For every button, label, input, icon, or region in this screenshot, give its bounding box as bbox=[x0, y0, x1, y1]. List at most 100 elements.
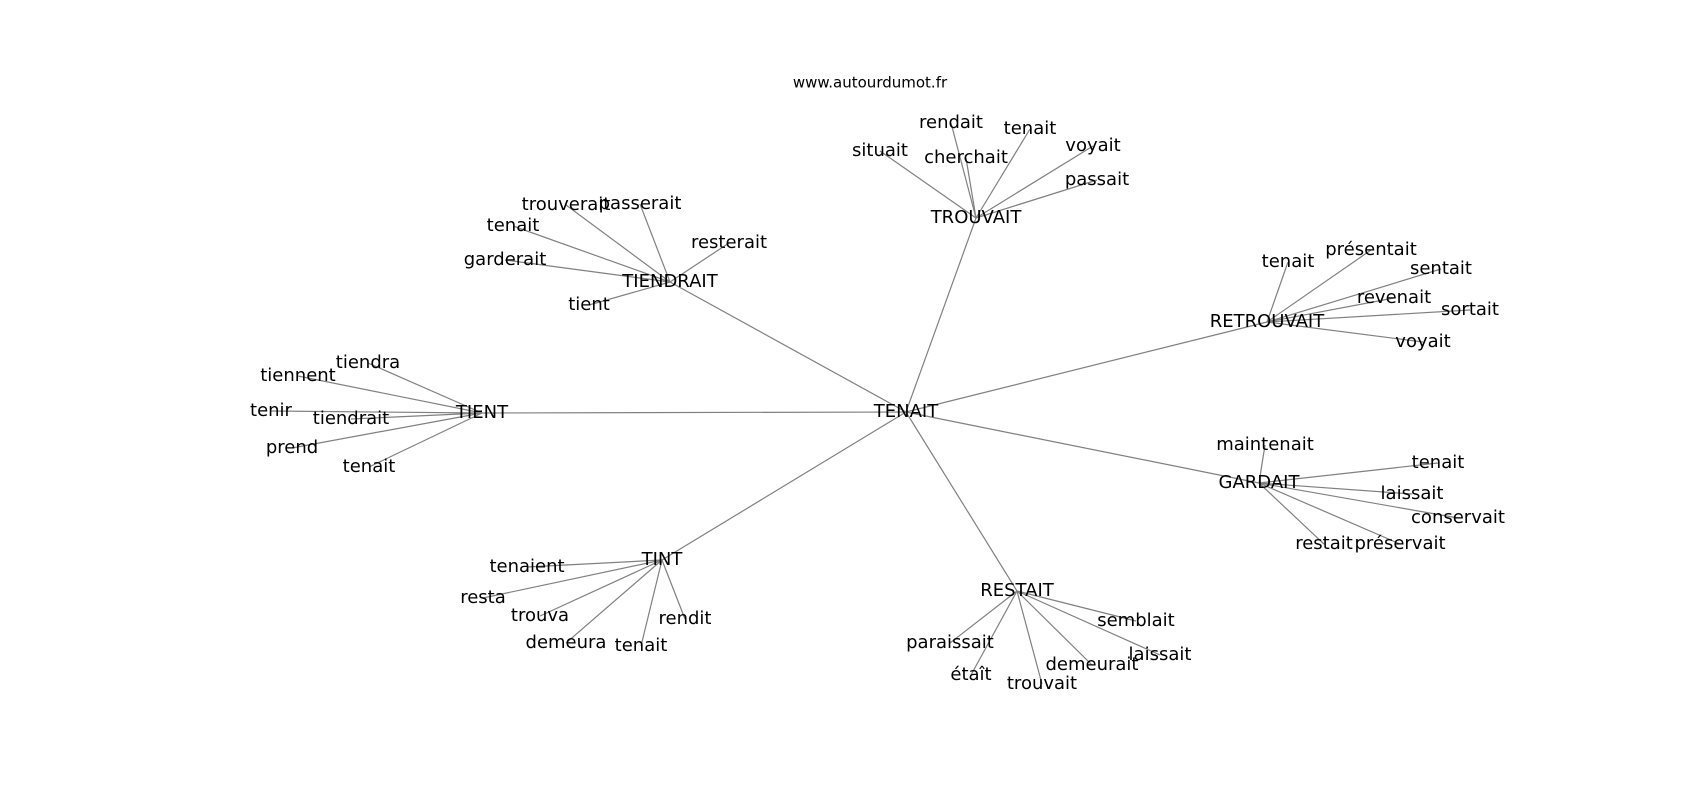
edge-tient-leaf bbox=[297, 375, 483, 414]
leaf-node-label: présentait bbox=[1325, 239, 1417, 260]
edge-tint-leaf bbox=[539, 559, 663, 617]
leaf-node-label: trouvait bbox=[1007, 673, 1077, 694]
edge-tint-leaf bbox=[661, 559, 686, 620]
edge-tint-leaf bbox=[526, 559, 663, 568]
hub-node-label: TROUVAIT bbox=[930, 207, 1023, 228]
hub-node-label: TIENT bbox=[455, 402, 509, 423]
edge-tient-leaf bbox=[270, 410, 483, 414]
leaf-node-label: trouva bbox=[511, 605, 569, 626]
site-watermark: www.autourdumot.fr bbox=[793, 74, 948, 92]
leaf-node-label: resta bbox=[460, 587, 506, 608]
edge-retrouvait-leaf bbox=[1266, 261, 1289, 323]
edge-trouvait-leaf bbox=[975, 179, 1098, 219]
leaf-node-label: maintenait bbox=[1216, 434, 1314, 455]
leaf-node-label: conservait bbox=[1411, 507, 1505, 528]
leaf-node-label: sentait bbox=[1410, 258, 1472, 279]
edge-trouvait-leaf bbox=[950, 122, 977, 219]
leaf-node-label: préservait bbox=[1354, 533, 1445, 554]
leaf-node-label: étaît bbox=[950, 664, 991, 685]
edge-tient-leaf bbox=[368, 412, 483, 468]
leaf-node-label: demeura bbox=[526, 632, 607, 653]
leaf-node-label: tient bbox=[568, 294, 610, 315]
leaf-node-label: tiennent bbox=[260, 365, 336, 386]
leaf-node-label: cherchait bbox=[924, 147, 1008, 168]
leaf-node-label: tenaient bbox=[489, 556, 564, 577]
edge-tiendrait-leaf bbox=[504, 259, 671, 283]
edge-restait-leaf bbox=[970, 590, 1018, 676]
hub-node-label: RETROUVAIT bbox=[1210, 311, 1326, 332]
leaf-node-label: tiendrait bbox=[313, 408, 389, 429]
edge-gardait-leaf bbox=[1258, 482, 1401, 545]
edge-restait-leaf bbox=[1016, 590, 1137, 622]
graph-edges bbox=[270, 122, 1471, 685]
leaf-node-label: voyait bbox=[1395, 331, 1450, 352]
leaf-node-label: prend bbox=[266, 437, 318, 458]
edge-gardait-leaf bbox=[1258, 462, 1439, 484]
edge-center-to-trouvait bbox=[905, 217, 977, 413]
edge-tiendrait-leaf bbox=[512, 225, 671, 283]
edge-gardait-leaf bbox=[1258, 444, 1266, 484]
leaf-node-label: semblait bbox=[1097, 610, 1175, 631]
leaf-node-label: rendit bbox=[659, 608, 712, 629]
edge-tint-leaf bbox=[565, 559, 663, 644]
edge-center-to-gardait bbox=[905, 411, 1260, 484]
edge-gardait-leaf bbox=[1258, 482, 1325, 545]
edge-center-to-restait bbox=[905, 411, 1018, 592]
edge-restait-leaf bbox=[1016, 590, 1161, 656]
hub-node-label: TINT bbox=[641, 549, 684, 570]
edge-trouvait-leaf bbox=[975, 145, 1094, 219]
edge-gardait-leaf bbox=[1258, 482, 1413, 495]
leaf-node-label: passait bbox=[1065, 169, 1129, 190]
edge-restait-leaf bbox=[1016, 590, 1043, 685]
hub-node-label: TIENDRAIT bbox=[621, 271, 718, 292]
leaf-node-label: sortait bbox=[1441, 299, 1499, 320]
edge-tient-leaf bbox=[291, 412, 483, 449]
graph-labels: www.autourdumot.fr TENAIT TROUVAIT rendait… bbox=[250, 74, 1505, 695]
edge-retrouvait-leaf bbox=[1266, 321, 1424, 343]
edge-trouvait-leaf bbox=[965, 157, 977, 219]
leaf-node-label: tenait bbox=[1412, 452, 1465, 473]
edge-center-to-tient bbox=[481, 411, 907, 414]
edge-tiendrait-leaf bbox=[669, 242, 730, 283]
leaf-node-label: garderait bbox=[464, 249, 547, 270]
leaf-node-label: demeurait bbox=[1045, 654, 1138, 675]
leaf-node-label: rendait bbox=[919, 112, 983, 133]
leaf-node-label: tenir bbox=[250, 400, 293, 421]
leaf-node-label: tenait bbox=[1262, 251, 1315, 272]
edge-retrouvait-leaf bbox=[1266, 297, 1395, 323]
leaf-node-label: paraissait bbox=[906, 632, 994, 653]
edge-center-to-retrouvait bbox=[905, 321, 1268, 413]
edge-restait-leaf bbox=[1016, 590, 1093, 666]
center-node-label: TENAIT bbox=[873, 401, 939, 422]
edge-trouvait-leaf bbox=[975, 128, 1031, 219]
leaf-node-label: tenait bbox=[343, 456, 396, 477]
edge-tiendrait-leaf bbox=[588, 281, 671, 306]
edge-retrouvait-leaf bbox=[1266, 268, 1442, 323]
edge-gardait-leaf bbox=[1258, 482, 1459, 519]
leaf-node-label: tenait bbox=[487, 215, 540, 236]
leaf-node-label: tiendra bbox=[336, 352, 400, 373]
edge-trouvait-leaf bbox=[879, 150, 977, 219]
leaf-node-label: trouverait bbox=[522, 194, 611, 215]
edge-retrouvait-leaf bbox=[1266, 309, 1471, 323]
edge-tiendrait-leaf bbox=[639, 203, 671, 283]
leaf-node-label: passerait bbox=[599, 193, 682, 214]
leaf-node-label: voyait bbox=[1065, 135, 1120, 156]
edge-retrouvait-leaf bbox=[1266, 249, 1372, 323]
edge-tint-leaf bbox=[640, 559, 663, 647]
hub-node-label: RESTAIT bbox=[980, 580, 1055, 601]
edge-center-to-tiendrait bbox=[669, 281, 907, 413]
edge-tient-leaf bbox=[367, 362, 483, 414]
leaf-node-label: tenait bbox=[1004, 118, 1057, 139]
hub-node-label: GARDAIT bbox=[1219, 472, 1301, 493]
leaf-node-label: laissait bbox=[1129, 644, 1192, 665]
leaf-node-label: resterait bbox=[691, 232, 767, 253]
leaf-node-label: situait bbox=[852, 140, 908, 161]
leaf-node-label: tenait bbox=[615, 635, 668, 656]
leaf-node-label: restait bbox=[1295, 533, 1353, 554]
leaf-node-label: revenait bbox=[1357, 287, 1431, 308]
leaf-node-label: laissait bbox=[1381, 483, 1444, 504]
edge-tint-leaf bbox=[482, 559, 663, 599]
edge-tiendrait-leaf bbox=[565, 204, 671, 283]
